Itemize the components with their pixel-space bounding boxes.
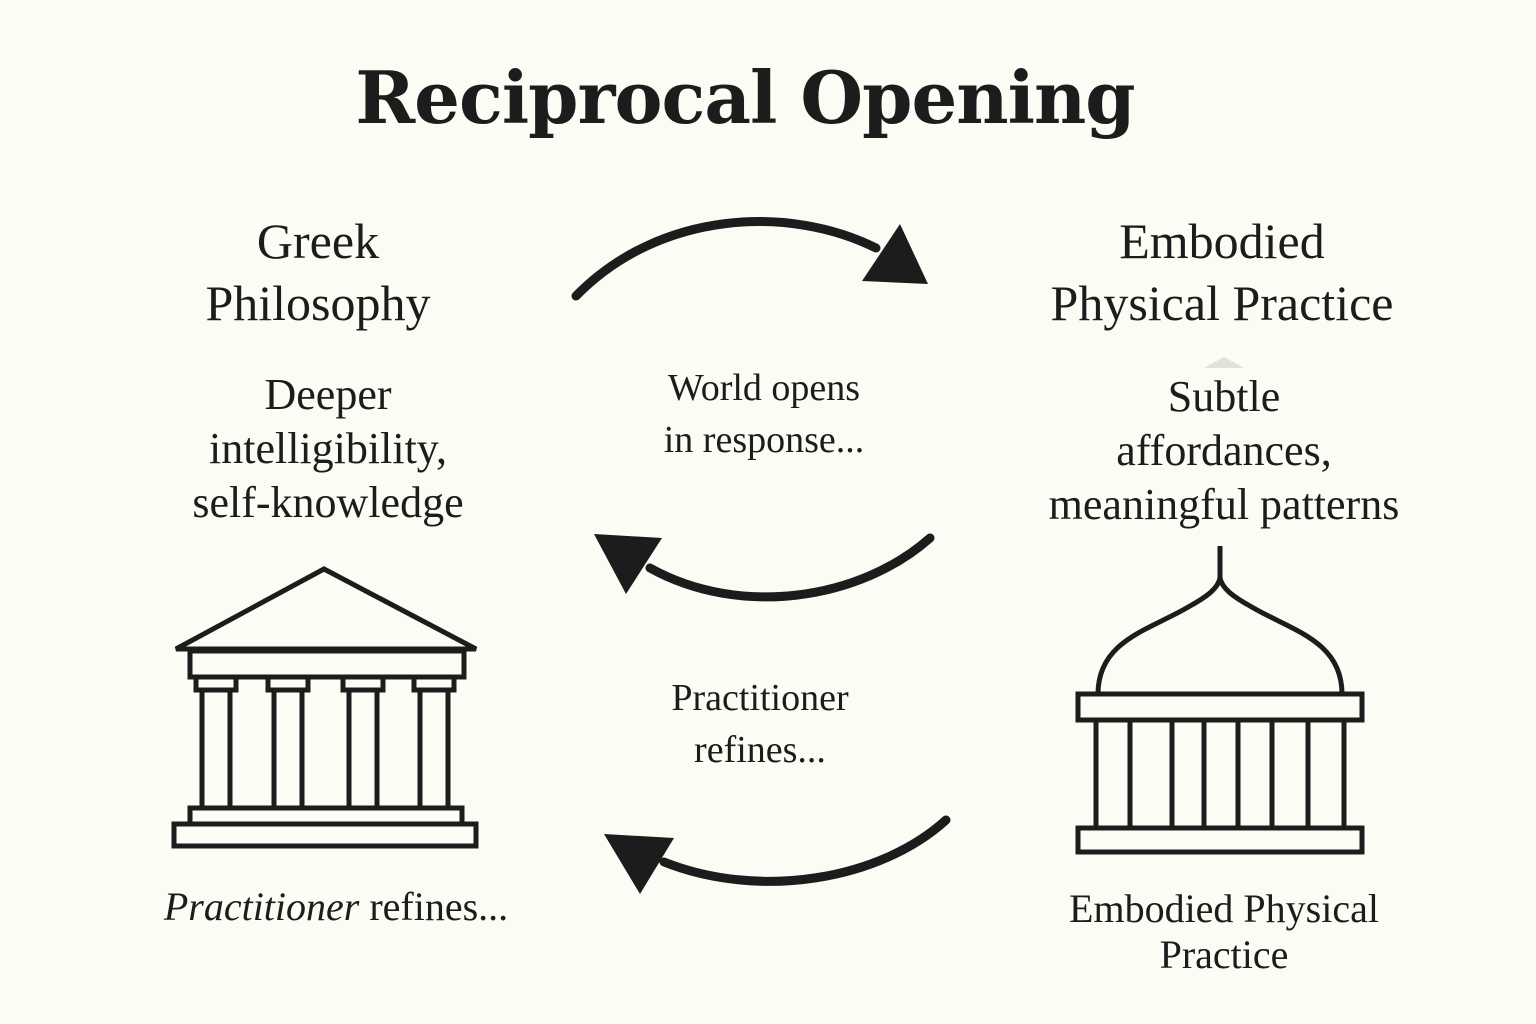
faint-mark-icon bbox=[1204, 357, 1244, 368]
description-line: intelligibility, bbox=[209, 424, 447, 473]
arrow-top-right-icon bbox=[571, 217, 928, 301]
heading-line: Philosophy bbox=[205, 275, 431, 331]
domed-pavilion-icon bbox=[1075, 546, 1365, 855]
heading-line: Embodied bbox=[1119, 213, 1325, 269]
label-line: refines... bbox=[694, 729, 826, 771]
label-line: in response... bbox=[663, 419, 865, 461]
greek-philosophy-heading: Greek Philosophy bbox=[205, 210, 430, 334]
left-caption: Practitioner refines... bbox=[164, 884, 508, 930]
description-line: Subtle bbox=[1167, 372, 1281, 421]
arrow-bottom-left-icon bbox=[604, 815, 951, 894]
caption-italic-word: Practitioner bbox=[163, 884, 360, 929]
heading-line: Greek bbox=[256, 213, 380, 269]
label-line: World opens bbox=[667, 367, 861, 409]
right-caption: Embodied Physical Practice bbox=[1069, 886, 1379, 978]
heading-line: Physical Practice bbox=[1050, 275, 1394, 331]
caption-line: Practice bbox=[1159, 932, 1289, 977]
description-line: affordances, bbox=[1116, 426, 1332, 475]
description-line: self-knowledge bbox=[192, 478, 464, 527]
arrow-middle-left-icon bbox=[594, 533, 935, 602]
practitioner-refines-label: Practitioner refines... bbox=[671, 672, 848, 776]
embodied-practice-description: Subtle affordances, meaningful patterns bbox=[1049, 370, 1400, 532]
caption-line: Embodied Physical bbox=[1069, 886, 1379, 931]
caption-rest: refines... bbox=[359, 884, 509, 929]
embodied-practice-heading: Embodied Physical Practice bbox=[1051, 210, 1394, 334]
description-line: meaningful patterns bbox=[1048, 480, 1400, 529]
greek-temple-icon bbox=[171, 566, 479, 849]
world-opens-label: World opens in response... bbox=[664, 362, 865, 466]
greek-philosophy-description: Deeper intelligibility, self-knowledge bbox=[192, 368, 463, 530]
description-line: Deeper bbox=[264, 370, 392, 419]
diagram-title: Reciprocal Opening bbox=[355, 55, 1135, 140]
label-line: Practitioner bbox=[671, 677, 849, 719]
